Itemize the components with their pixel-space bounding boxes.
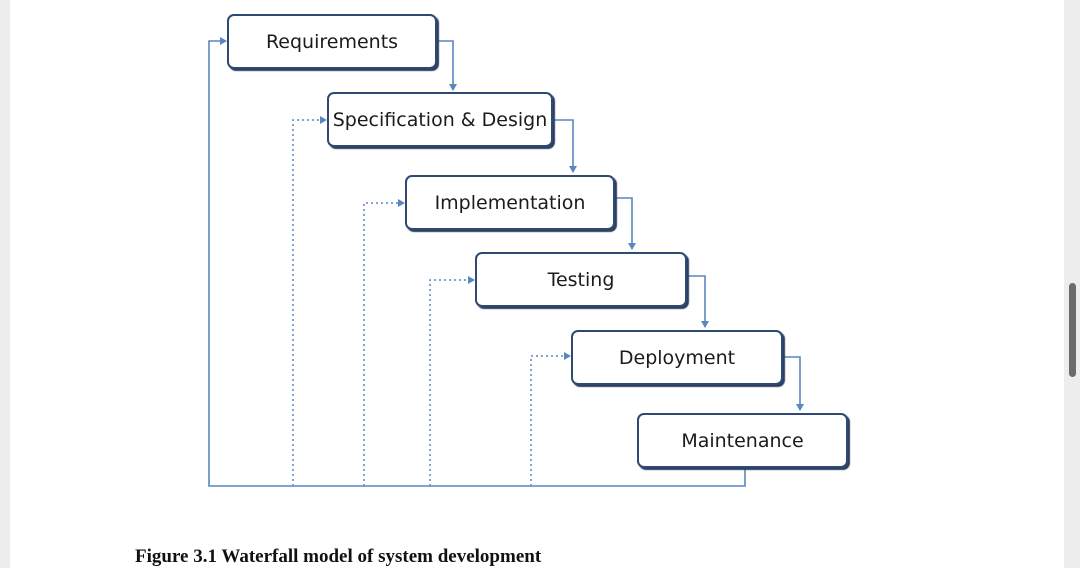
- flow-arrow-implementation-to-testing: [613, 197, 636, 250]
- viewer-left-edge: [0, 0, 10, 568]
- dotted-feedback-to-implementation: [363, 199, 405, 486]
- viewer-scrollbar-track[interactable]: [1064, 0, 1080, 568]
- flow-arrow-design-to-implementation: [553, 119, 577, 173]
- stage-label: Testing: [547, 268, 615, 291]
- flow-arrow-testing-to-deployment: [687, 275, 709, 328]
- stage-requirements: Requirements: [227, 14, 437, 69]
- flow-arrow-deployment-to-maintenance: [781, 356, 804, 411]
- figure-caption: Figure 3.1 Waterfall model of system dev…: [135, 546, 542, 567]
- stage-deployment: Deployment: [571, 330, 783, 385]
- dotted-feedback-to-testing: [429, 276, 475, 486]
- stage-maintenance: Maintenance: [637, 413, 848, 468]
- flow-arrow-requirements-to-design: [437, 40, 457, 91]
- stage-label: Maintenance: [681, 429, 804, 452]
- stage-label: Implementation: [434, 191, 586, 214]
- dotted-feedback-to-design: [292, 116, 327, 486]
- stage-implementation: Implementation: [405, 175, 615, 230]
- stage-specification-design: Specification & Design: [327, 92, 553, 147]
- stage-label: Deployment: [618, 346, 736, 369]
- stage-testing: Testing: [475, 252, 687, 307]
- stage-label: Requirements: [265, 30, 399, 53]
- stage-label: Specification & Design: [332, 108, 548, 131]
- feedback-loop-to-requirements: [208, 37, 746, 487]
- scrollbar-thumb[interactable]: [1069, 283, 1076, 377]
- dotted-feedback-to-deployment: [530, 352, 571, 486]
